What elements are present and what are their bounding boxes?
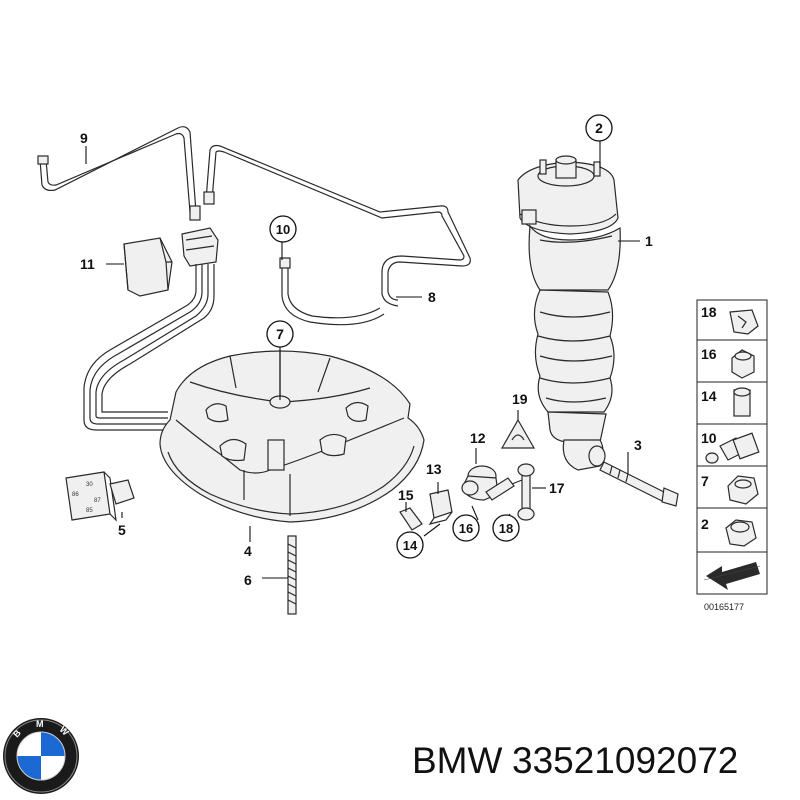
bmw-logo: B M W (3, 718, 79, 794)
callout-18-circle: 18 (492, 514, 520, 542)
logo-letter-b: B (11, 727, 23, 739)
callout-4: 4 (244, 543, 252, 559)
relay-5: 30 86 87 85 (65, 471, 135, 522)
fastener-legend: 18 16 14 10 7 2 (696, 299, 768, 595)
stud-6 (287, 535, 297, 615)
air-line-9 (37, 126, 471, 307)
bolt-3 (599, 461, 679, 507)
height-sensor-12 (461, 465, 515, 501)
part-number: 33521092072 (512, 740, 738, 781)
bracket-13 (428, 489, 453, 525)
callout-8: 8 (428, 289, 436, 305)
callout-7: 7 (276, 326, 284, 342)
compressor-housing-4 (159, 350, 425, 523)
brand-name: BMW (412, 740, 503, 781)
callout-7-circle: 7 (266, 320, 294, 348)
valve-block (181, 227, 219, 267)
callout-2: 2 (595, 120, 603, 136)
callout-11: 11 (80, 256, 95, 272)
legend-number-7: 7 (701, 473, 709, 489)
relay-pin-87: 87 (94, 498, 101, 504)
air-line-bundle (83, 264, 215, 431)
logo-letter-m: M (36, 719, 44, 729)
callout-17: 17 (549, 480, 565, 496)
callout-5: 5 (118, 522, 126, 538)
legend-number-16: 16 (701, 346, 717, 362)
callout-15: 15 (398, 487, 414, 503)
callout-18: 18 (499, 521, 513, 536)
callout-13: 13 (426, 461, 442, 477)
relay-pin-86: 86 (72, 492, 79, 498)
callout-labels: 9 2 1 10 11 8 7 19 12 3 13 17 15 5 16 18 (80, 114, 653, 588)
clip-15 (399, 507, 423, 531)
callout-14: 14 (403, 538, 418, 553)
callout-6: 6 (244, 572, 252, 588)
legend-number-10: 10 (701, 430, 717, 446)
air-line-8 (279, 257, 385, 326)
callout-19: 19 (512, 391, 528, 407)
callout-12: 12 (470, 430, 486, 446)
callout-14-circle: 14 (396, 531, 424, 559)
figure-id: 00165177 (704, 602, 744, 612)
callout-9: 9 (80, 130, 88, 146)
relay-pin-30: 30 (86, 482, 93, 488)
callout-16: 16 (459, 521, 473, 536)
link-rod-17 (511, 463, 535, 521)
legend-number-2: 2 (701, 516, 709, 532)
callout-3: 3 (634, 437, 642, 453)
callout-16-circle: 16 (452, 514, 480, 542)
legend-arrow-icon (706, 562, 760, 590)
warning-label-19 (500, 418, 536, 449)
air-spring-1 (517, 155, 621, 471)
callout-10-circle: 10 (269, 215, 297, 243)
leader-lines (85, 140, 640, 579)
callout-10: 10 (276, 222, 290, 237)
relay-pin-85: 85 (86, 508, 93, 514)
legend-number-18: 18 (701, 304, 717, 320)
callout-1: 1 (645, 233, 653, 249)
control-unit-11 (123, 237, 173, 297)
legend-number-14: 14 (701, 388, 717, 404)
callout-2-circle: 2 (585, 114, 613, 142)
